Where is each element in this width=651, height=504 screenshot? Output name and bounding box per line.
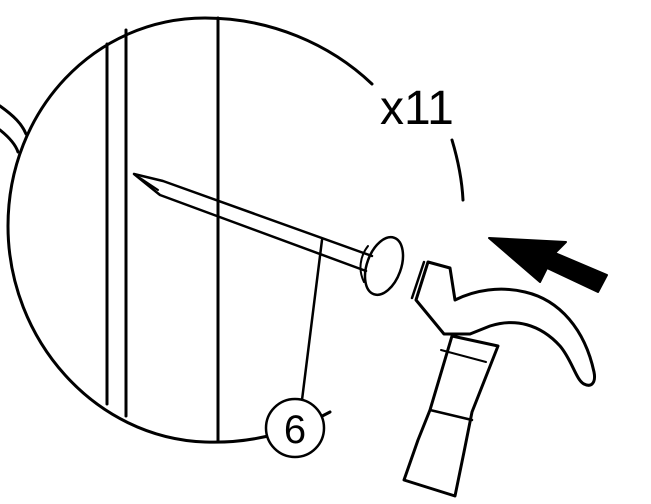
hammer-face [410,260,426,300]
hammer-grip-line-2 [440,349,487,363]
hammer-head [414,260,596,387]
part-number: 6 [284,408,306,452]
hammer-grip-line [428,408,474,422]
detail-circle [6,16,374,444]
detail-leader-line-inner [0,128,20,154]
quantity-label: x11 [380,82,454,135]
direction-arrow [488,237,608,293]
nail-tip-detail [139,177,159,191]
part-number-badge: 6 [264,397,326,459]
nail [132,172,405,297]
nail-head [363,235,405,297]
part-number-circle [264,397,326,459]
detail-leader-line [0,104,28,136]
nail-shaft [132,172,374,273]
part-leader-line [300,238,324,402]
detail-circle-right-edge [450,138,465,202]
hammer [402,260,596,498]
nail-head-rim [359,245,369,283]
wall-stud [105,16,220,444]
